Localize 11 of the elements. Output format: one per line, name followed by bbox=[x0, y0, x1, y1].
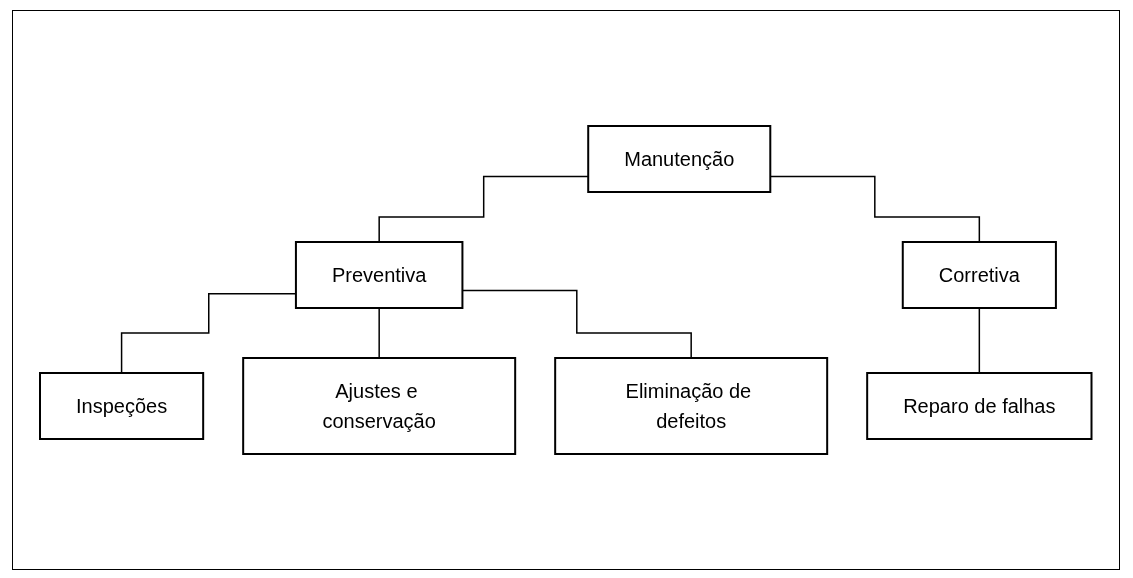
diagram-frame: Manutenção Preventiva Corretiva Inspeções Ajustes e conservação Eliminação de defeitos Reparo de falhas bbox=[12, 10, 1120, 570]
node-box bbox=[295, 241, 464, 309]
node-box bbox=[242, 357, 517, 455]
node-box bbox=[554, 357, 829, 455]
connector bbox=[978, 307, 981, 374]
node-box bbox=[902, 241, 1058, 309]
node-box bbox=[587, 125, 772, 193]
node-box bbox=[39, 372, 205, 440]
node-box bbox=[866, 372, 1093, 440]
connector bbox=[378, 307, 381, 359]
connector bbox=[121, 293, 297, 374]
